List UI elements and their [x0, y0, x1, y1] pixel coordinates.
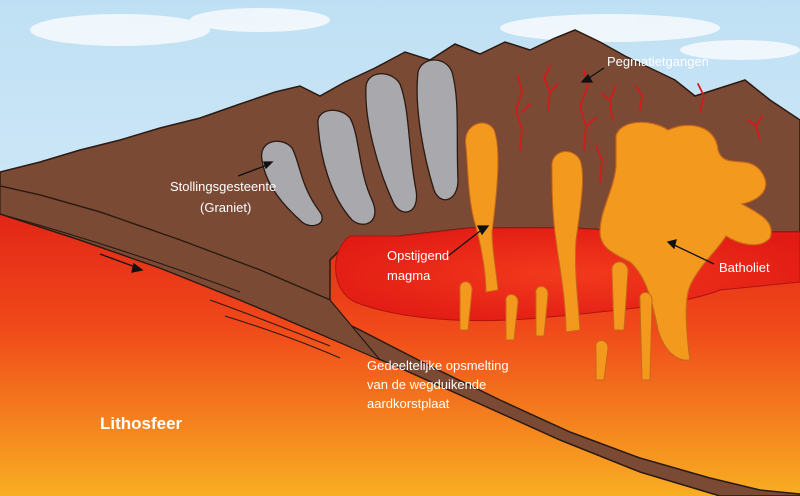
label-batholith: Batholiet: [719, 260, 770, 275]
label-rising-line2: magma: [387, 268, 431, 283]
label-lithosphere: Lithosfeer: [100, 414, 183, 433]
label-pegmatite: Pegmatietgangen: [607, 54, 709, 69]
label-melting-line3: aardkorstplaat: [367, 396, 450, 411]
label-igneous-line1: Stollingsgesteente: [170, 179, 276, 194]
label-igneous-line2: (Graniet): [200, 200, 251, 215]
label-rising-line1: Opstijgend: [387, 248, 449, 263]
label-melting-line2: van de wegduikende: [367, 377, 486, 392]
label-melting-line1: Gedeeltelijke opsmelting: [367, 358, 509, 373]
